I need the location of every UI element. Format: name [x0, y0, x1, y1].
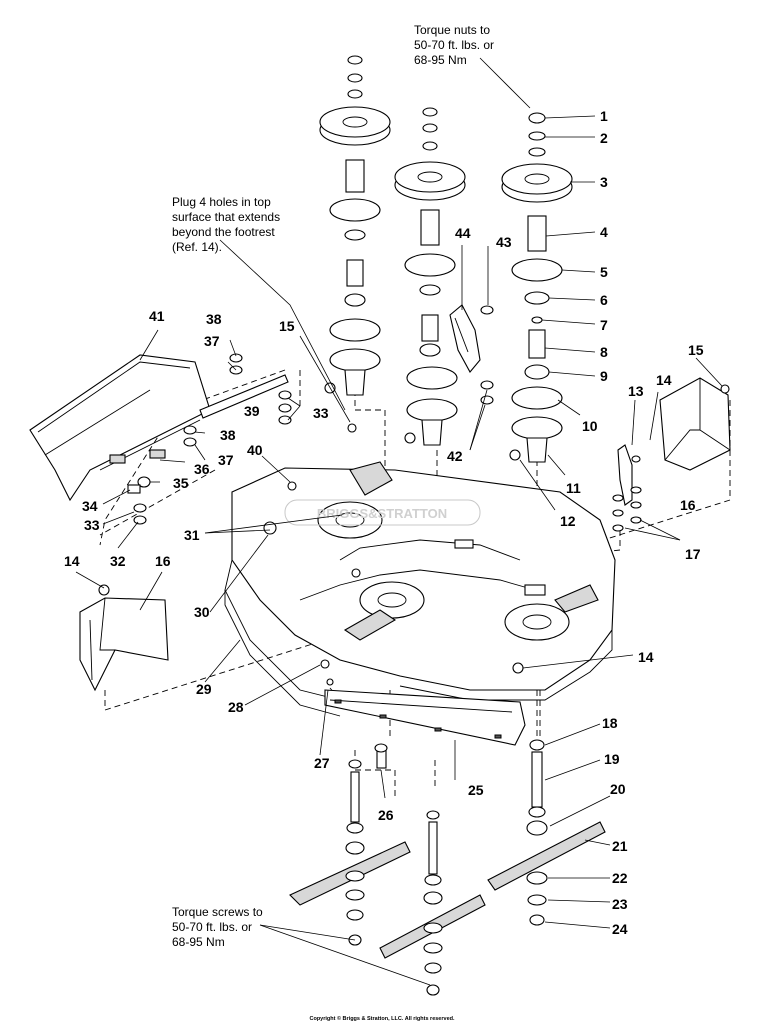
note-torque-nuts: Torque nuts to 50-70 ft. lbs. or 68-95 N… — [414, 23, 494, 67]
belt-cover-left — [79, 597, 169, 692]
spindle-assembly-right — [501, 112, 573, 463]
callout-38-upper: 38 — [206, 311, 222, 327]
callout-14: 14 — [656, 372, 672, 388]
callout-32: 32 — [110, 553, 126, 569]
note-line: Plug 4 holes in top — [172, 195, 271, 209]
callout-23: 23 — [612, 896, 628, 912]
belt-cover-right — [659, 377, 731, 471]
callout-22: 22 — [612, 870, 628, 886]
callout-16: 16 — [680, 497, 696, 513]
note-line: Torque screws to — [172, 905, 263, 919]
callout-34: 34 — [82, 498, 98, 514]
svg-text:50-70 ft. lbs. or: 50-70 ft. lbs. or — [172, 920, 252, 934]
callout-37-upper: 37 — [204, 333, 220, 349]
callout-41: 41 — [149, 308, 165, 324]
note-torque-screws: Torque screws to 50-70 ft. lbs. or 68-95… — [172, 905, 263, 949]
callout-36: 36 — [194, 461, 210, 477]
callout-33-upper: 33 — [313, 405, 329, 421]
support-rod — [199, 374, 289, 419]
note-line: (Ref. 14). — [172, 240, 222, 254]
callout-15-center: 15 — [279, 318, 295, 334]
callout-9: 9 — [600, 368, 608, 384]
svg-text:68-95 Nm: 68-95 Nm — [414, 53, 467, 67]
belt-guide — [449, 304, 481, 373]
callout-12: 12 — [560, 513, 576, 529]
callout-26: 26 — [378, 807, 394, 823]
footrest — [29, 354, 211, 502]
callout-19: 19 — [604, 751, 620, 767]
callout-16-left: 16 — [155, 553, 171, 569]
callout-24: 24 — [612, 921, 628, 937]
svg-text:50-70 ft. lbs. or: 50-70 ft. lbs. or — [414, 38, 494, 52]
callout-35: 35 — [173, 475, 189, 491]
hardware-small — [98, 305, 730, 596]
watermark-text: BRIGGS&STRATTON — [317, 506, 447, 521]
note-line: Torque nuts to — [414, 23, 490, 37]
deck-bolt — [374, 743, 388, 769]
callout-43: 43 — [496, 234, 512, 250]
callout-1: 1 — [600, 108, 608, 124]
callout-44: 44 — [455, 225, 471, 241]
blade-assembly-center — [379, 810, 486, 996]
note-plug-holes: Plug 4 holes in top surface that extends… — [172, 195, 280, 254]
callout-40: 40 — [247, 442, 263, 458]
callout-18: 18 — [602, 715, 618, 731]
callout-39: 39 — [244, 403, 260, 419]
note-line: 50-70 ft. lbs. or — [172, 920, 252, 934]
callout-5: 5 — [600, 264, 608, 280]
note-line: 68-95 Nm — [172, 935, 225, 949]
callout-28: 28 — [228, 699, 244, 715]
svg-text:surface that extends: surface that extends — [172, 210, 280, 224]
note-line: 50-70 ft. lbs. or — [414, 38, 494, 52]
leader-lines — [75, 57, 723, 986]
svg-text:Torque nuts to: Torque nuts to — [414, 23, 490, 37]
blade-assembly-left — [289, 759, 411, 946]
callout-38: 38 — [220, 427, 236, 443]
svg-text:(Ref. 14).: (Ref. 14). — [172, 240, 222, 254]
callout-29: 29 — [196, 681, 212, 697]
callout-14-deck: 14 — [638, 649, 654, 665]
spindle-assembly-left — [319, 55, 391, 396]
note-line: surface that extends — [172, 210, 280, 224]
callout-13: 13 — [628, 383, 644, 399]
callout-10: 10 — [582, 418, 598, 434]
note-line: beyond the footrest — [172, 225, 275, 239]
callout-8: 8 — [600, 344, 608, 360]
svg-text:Plug 4 holes in top: Plug 4 holes in top — [172, 195, 271, 209]
callout-labels: 1 2 3 4 5 6 7 8 9 10 11 12 13 14 15 16 1… — [64, 108, 704, 937]
deck-baffle — [324, 689, 526, 746]
svg-text:Torque screws to: Torque screws to — [172, 905, 263, 919]
mower-deck-housing — [224, 461, 616, 717]
callout-27: 27 — [314, 755, 330, 771]
svg-text:68-95 Nm: 68-95 Nm — [172, 935, 225, 949]
callout-17: 17 — [685, 546, 701, 562]
callout-37: 37 — [218, 452, 234, 468]
copyright-text: Copyright © Briggs & Stratton, LLC. All … — [309, 1015, 455, 1022]
blade-assembly-right — [487, 739, 606, 926]
watermark: BRIGGS&STRATTON — [284, 499, 481, 526]
callout-25: 25 — [468, 782, 484, 798]
callout-3: 3 — [600, 174, 608, 190]
callout-14-left: 14 — [64, 553, 80, 569]
callout-7: 7 — [600, 317, 608, 333]
callout-20: 20 — [610, 781, 626, 797]
callout-30: 30 — [194, 604, 210, 620]
callout-6: 6 — [600, 292, 608, 308]
callout-4: 4 — [600, 224, 608, 240]
callout-33: 33 — [84, 517, 100, 533]
callout-2: 2 — [600, 130, 608, 146]
spindle-assembly-center — [394, 107, 466, 446]
callout-21: 21 — [612, 838, 628, 854]
callout-31: 31 — [184, 527, 200, 543]
callout-42: 42 — [447, 448, 463, 464]
callout-15: 15 — [688, 342, 704, 358]
belt-guide-right — [617, 444, 633, 506]
callout-11: 11 — [566, 480, 581, 496]
svg-text:beyond the footrest: beyond the footrest — [172, 225, 275, 239]
note-line: 68-95 Nm — [414, 53, 467, 67]
